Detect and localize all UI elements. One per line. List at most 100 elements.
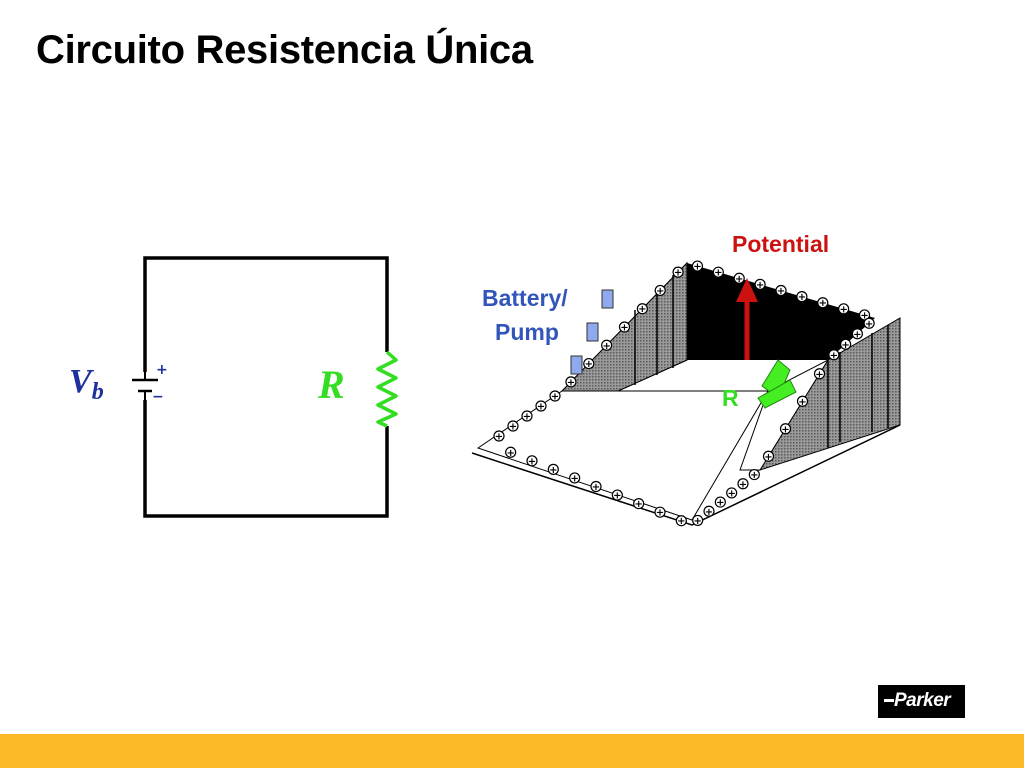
charge-circle bbox=[712, 266, 724, 278]
potential-label: Potential bbox=[732, 231, 829, 257]
charge-plus-sign: + bbox=[735, 274, 743, 285]
charge-plus-sign: + bbox=[865, 319, 873, 330]
charge-circle bbox=[733, 272, 745, 284]
charge-circle bbox=[838, 303, 850, 315]
charge-plus-sign: + bbox=[613, 491, 621, 502]
charge-plus-sign: + bbox=[764, 452, 772, 463]
charge-plus-sign: + bbox=[705, 507, 713, 518]
charge-plus-sign: + bbox=[549, 465, 557, 476]
charge-circle bbox=[590, 480, 602, 493]
charge-plus-sign: + bbox=[656, 286, 664, 297]
charge-plus-sign: + bbox=[509, 422, 517, 433]
charge-plus-sign: + bbox=[567, 377, 575, 388]
charge-plus-sign: + bbox=[853, 329, 861, 340]
charge-plus-sign: + bbox=[777, 286, 785, 297]
analogy-resistor-label: R bbox=[722, 385, 739, 411]
charge-plus-sign: + bbox=[714, 268, 722, 279]
potential-analogy-diagram: ++++++++++++++++++++++++++++++++++++++++… bbox=[471, 231, 901, 527]
charge-plus-sign: + bbox=[750, 470, 758, 481]
charge-circle bbox=[726, 487, 738, 499]
charge-circle bbox=[691, 260, 704, 272]
charge-circle bbox=[569, 472, 581, 484]
charge-plus-sign: + bbox=[592, 482, 600, 493]
charge-plus-sign: + bbox=[727, 488, 735, 499]
charge-circle bbox=[858, 309, 871, 321]
charge-plus-sign: + bbox=[620, 323, 628, 334]
resistor-symbol bbox=[376, 350, 398, 428]
charge-plus-sign: + bbox=[781, 424, 789, 435]
charge-circle bbox=[703, 505, 715, 517]
charge-circle bbox=[692, 514, 704, 527]
battery-plus-sign: + bbox=[156, 362, 168, 378]
charge-circle bbox=[535, 400, 547, 412]
battery-symbol bbox=[132, 372, 158, 400]
charge-plus-sign: + bbox=[841, 340, 849, 351]
charge-plus-sign: + bbox=[716, 498, 724, 509]
charge-circle bbox=[618, 321, 631, 333]
charge-circle bbox=[762, 450, 775, 462]
charge-plus-sign: + bbox=[677, 516, 685, 527]
charge-plus-sign: + bbox=[634, 499, 642, 510]
front-edge bbox=[471, 424, 901, 526]
charge-circle bbox=[633, 498, 645, 510]
charge-circle bbox=[521, 410, 533, 422]
charge-circle bbox=[863, 317, 875, 329]
charge-circle bbox=[505, 446, 517, 458]
charge-plus-sign: + bbox=[585, 359, 593, 370]
parker-logo: Parker bbox=[878, 685, 965, 718]
charge-circle bbox=[493, 430, 505, 442]
charge-circle bbox=[636, 303, 648, 315]
charge-plus-sign: + bbox=[839, 304, 847, 315]
charge-circle bbox=[611, 489, 623, 501]
logo-dash bbox=[884, 699, 894, 702]
page-title: Circuito Resistencia Única bbox=[36, 28, 533, 72]
charge-plus-sign: + bbox=[693, 262, 701, 273]
charge-plus-sign: + bbox=[739, 479, 747, 490]
charge-plus-sign: + bbox=[798, 292, 806, 303]
circuit-diagram: + − Vb R bbox=[69, 256, 398, 518]
charge-plus-sign: + bbox=[693, 516, 701, 527]
charge-circle bbox=[775, 284, 787, 297]
charge-plus-sign: + bbox=[860, 310, 868, 321]
charge-plus-sign: + bbox=[798, 397, 806, 408]
charge-circle bbox=[813, 368, 826, 380]
charge-circle bbox=[714, 496, 726, 508]
charge-circle bbox=[601, 339, 613, 351]
charge-plus-sign: + bbox=[551, 392, 559, 403]
charge-circle bbox=[672, 266, 684, 278]
back-wall bbox=[687, 263, 875, 360]
charge-circle bbox=[583, 357, 595, 370]
battery-label-sub: b bbox=[92, 379, 104, 405]
charge-plus-sign: + bbox=[656, 508, 664, 519]
footer-bar bbox=[0, 734, 1024, 768]
charge-plus-sign: + bbox=[756, 280, 764, 291]
resistor-label: R bbox=[317, 362, 345, 407]
charge-circle bbox=[817, 297, 829, 309]
battery-label: Vb bbox=[69, 363, 104, 405]
charge-plus-sign: + bbox=[506, 448, 514, 459]
charge-plus-sign: + bbox=[528, 456, 536, 467]
charge-circle bbox=[840, 338, 852, 350]
charge-circle bbox=[828, 349, 840, 361]
pump-block bbox=[601, 289, 614, 309]
pump-block bbox=[586, 322, 599, 342]
charge-plus-sign: + bbox=[830, 350, 838, 361]
charge-circle bbox=[675, 515, 687, 527]
potential-arrow-head bbox=[736, 278, 758, 302]
logo-text: Parker bbox=[894, 690, 951, 711]
circuit-wire bbox=[143, 256, 389, 518]
charge-circle bbox=[851, 328, 863, 340]
battery-label-main: V bbox=[69, 363, 94, 400]
battery-minus-sign: − bbox=[152, 389, 164, 405]
charge-circle bbox=[796, 395, 809, 407]
charge-plus-sign: + bbox=[674, 268, 682, 279]
charge-circle bbox=[754, 278, 766, 290]
battery-pump-label-line2: Pump bbox=[495, 319, 559, 345]
charge-plus-sign: + bbox=[570, 473, 578, 484]
charge-circle bbox=[737, 478, 749, 490]
charge-plus-sign: + bbox=[537, 402, 545, 413]
charge-circle bbox=[526, 455, 538, 467]
resistor-paddle bbox=[757, 359, 797, 409]
right-slope bbox=[739, 358, 830, 471]
charge-plus-sign: + bbox=[495, 432, 503, 443]
